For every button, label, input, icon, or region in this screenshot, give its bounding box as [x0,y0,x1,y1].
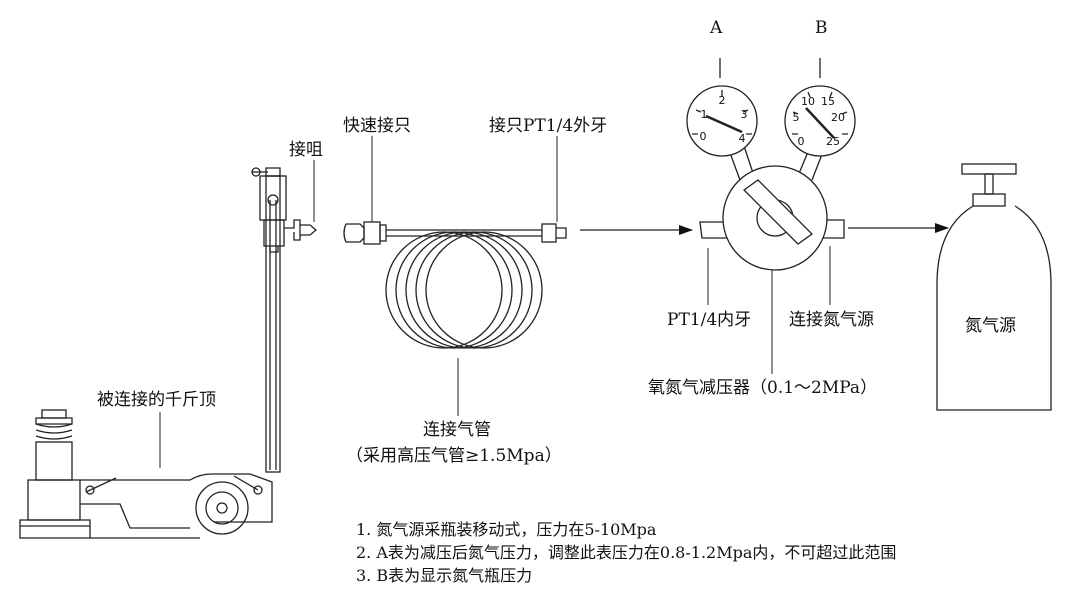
gauge-a-tick-0: 0 [700,130,707,143]
label-male-fitting: 接只PT1/4外牙 [489,116,608,136]
gauge-b-tick-15: 15 [821,95,835,108]
notes-list: 1. 氮气源采瓶装移动式，压力在5-10Mpa 2. A表为减压后氮气压力，调整… [356,518,896,587]
label-nozzle: 接咀 [289,140,323,160]
label-jack: 被连接的千斤顶 [97,390,216,410]
gauge-b-tick-5: 5 [793,111,800,124]
gauge-a-tick-4: 4 [739,132,746,145]
label-gauge-b: B [815,18,828,38]
gauge-b-tick-0: 0 [798,135,805,148]
gauge-b-tick-10: 10 [801,95,815,108]
gauge-b-tick-20: 20 [831,111,845,124]
nitrogen-cylinder-drawing [936,163,1052,411]
note-2: 2. A表为减压后氮气压力，调整此表压力在0.8-1.2Mpa内，不可超过此范围 [356,543,897,562]
regulator-drawing [699,139,845,271]
label-quick-coupler: 快速接只 [343,116,411,136]
gauge-b-tick-25: 25 [826,135,840,148]
leader-lines [159,136,831,468]
label-regulator: 氧氮气减压器（0.1～2MPa） [648,378,878,398]
gauge-a-drawing [686,58,758,157]
label-hose-note: （采用高压气管≥1.5Mpa） [346,446,562,466]
gauge-a-tick-1: 1 [701,108,708,121]
gauge-a-tick-2: 2 [719,94,726,107]
hose-drawing [343,221,567,349]
label-gauge-a: A [710,18,723,38]
label-hose: 连接气管 [423,420,491,440]
label-female-thread: PT1/4内牙 [667,310,752,330]
gauge-a-tick-3: 3 [741,108,748,121]
jack-drawing [19,167,318,539]
label-cylinder: 氮气源 [965,316,1016,336]
note-3: 3. B表为显示氮气瓶压力 [356,566,533,585]
gauge-b-drawing [784,58,856,157]
label-nitrogen-connect: 连接氮气源 [789,310,874,330]
note-1: 1. 氮气源采瓶装移动式，压力在5-10Mpa [356,520,657,539]
